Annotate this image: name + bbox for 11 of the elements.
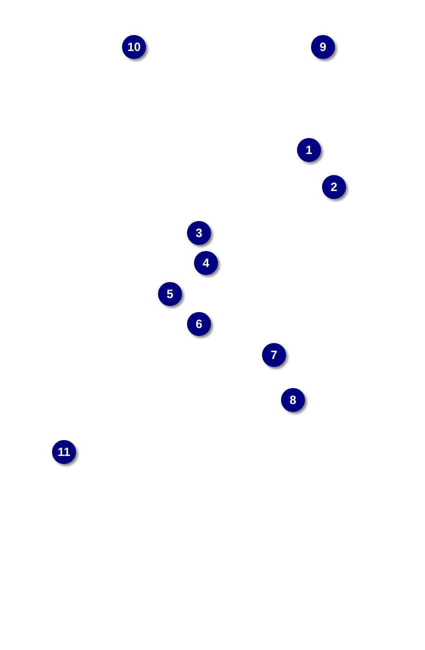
callout-number: 7 (262, 343, 286, 367)
callout-number: 6 (187, 312, 211, 336)
callout-number: 3 (187, 221, 211, 245)
callout-number: 9 (311, 35, 335, 59)
callout-number: 11 (52, 440, 76, 464)
callout-number: 1 (297, 138, 321, 162)
callout-number: 4 (194, 251, 218, 275)
callout-number: 8 (281, 388, 305, 412)
callout-number: 2 (322, 175, 346, 199)
callout-number: 5 (158, 282, 182, 306)
callout-number: 10 (122, 35, 146, 59)
